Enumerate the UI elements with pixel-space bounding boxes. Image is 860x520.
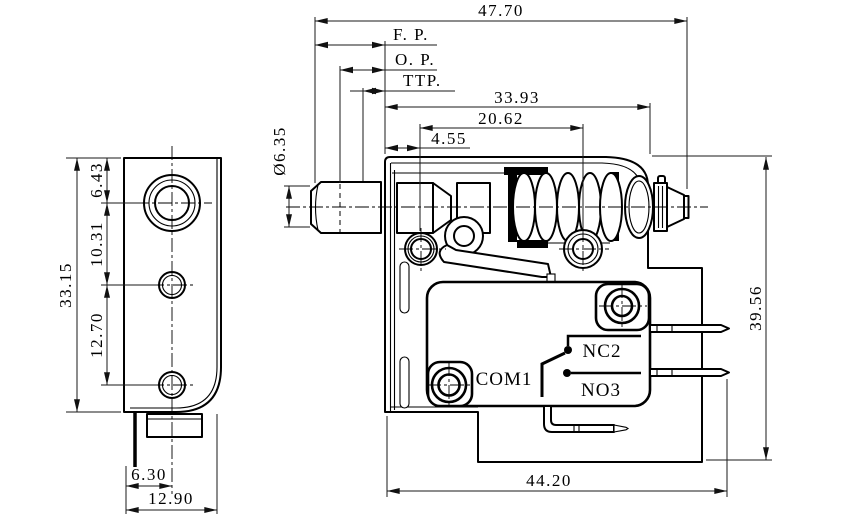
dim-hole-spacing: 20.62 (478, 109, 524, 128)
side-plate-inner-line (130, 158, 218, 409)
dim-side-width: 12.90 (148, 489, 194, 508)
dim-lower-hole-spacing: 12.70 (87, 312, 106, 358)
side-view (123, 146, 222, 494)
plunger-barrel (310, 181, 382, 234)
spring-bracket-bottom (517, 240, 548, 248)
actuator-lever (438, 244, 552, 278)
side-bottom-block (146, 413, 203, 438)
piston-left-block (396, 182, 434, 234)
roller-pivot-inner (453, 225, 475, 247)
micro-switch-body (425, 280, 652, 408)
label-nc2: NC2 (583, 341, 622, 362)
schematic-symbol: COM1 NC2 NO3 (476, 334, 641, 401)
dim-hole-to-edge: 4.55 (431, 129, 467, 148)
dim-plunger-diameter: Ø6.35 (270, 126, 289, 176)
com-lever-symbol (540, 351, 566, 397)
piston-neck (432, 182, 452, 234)
front-view (286, 156, 730, 463)
side-plate-outline (123, 157, 222, 413)
dim-upper-hole-spacing: 10.31 (87, 221, 106, 267)
dim-base-width: 44.20 (526, 471, 572, 490)
dim-total-travel: TTP. (403, 71, 442, 90)
label-com1: COM1 (476, 369, 533, 390)
dim-body-width: 33.93 (494, 88, 540, 107)
dimension-annotations: 47.70 F. P. O. P. TTP. 33.93 20.62 4.55 … (56, 1, 772, 514)
dim-pin-offset: 6.30 (131, 465, 167, 484)
no-contact-dot (563, 369, 571, 377)
terminal-pin-nc (649, 324, 730, 333)
enclosure-left-slot-upper (399, 261, 410, 314)
terminal-pin-no (649, 368, 730, 377)
spring-bracket-top (504, 167, 548, 175)
terminal-bent-common (543, 405, 630, 433)
dim-operating-position: O. P. (395, 50, 435, 69)
nc-contact-line (566, 334, 641, 346)
dim-top-to-hole: 6.43 (87, 162, 106, 198)
dim-overall-height: 39.56 (746, 285, 765, 331)
dim-side-height: 33.15 (56, 262, 75, 308)
label-no3: NO3 (581, 380, 621, 401)
dim-free-position: F. P. (393, 25, 429, 44)
nc-contact-dot (564, 346, 572, 354)
enclosure-left-slot-lower (399, 356, 410, 409)
dim-overall-width: 47.70 (478, 1, 524, 20)
